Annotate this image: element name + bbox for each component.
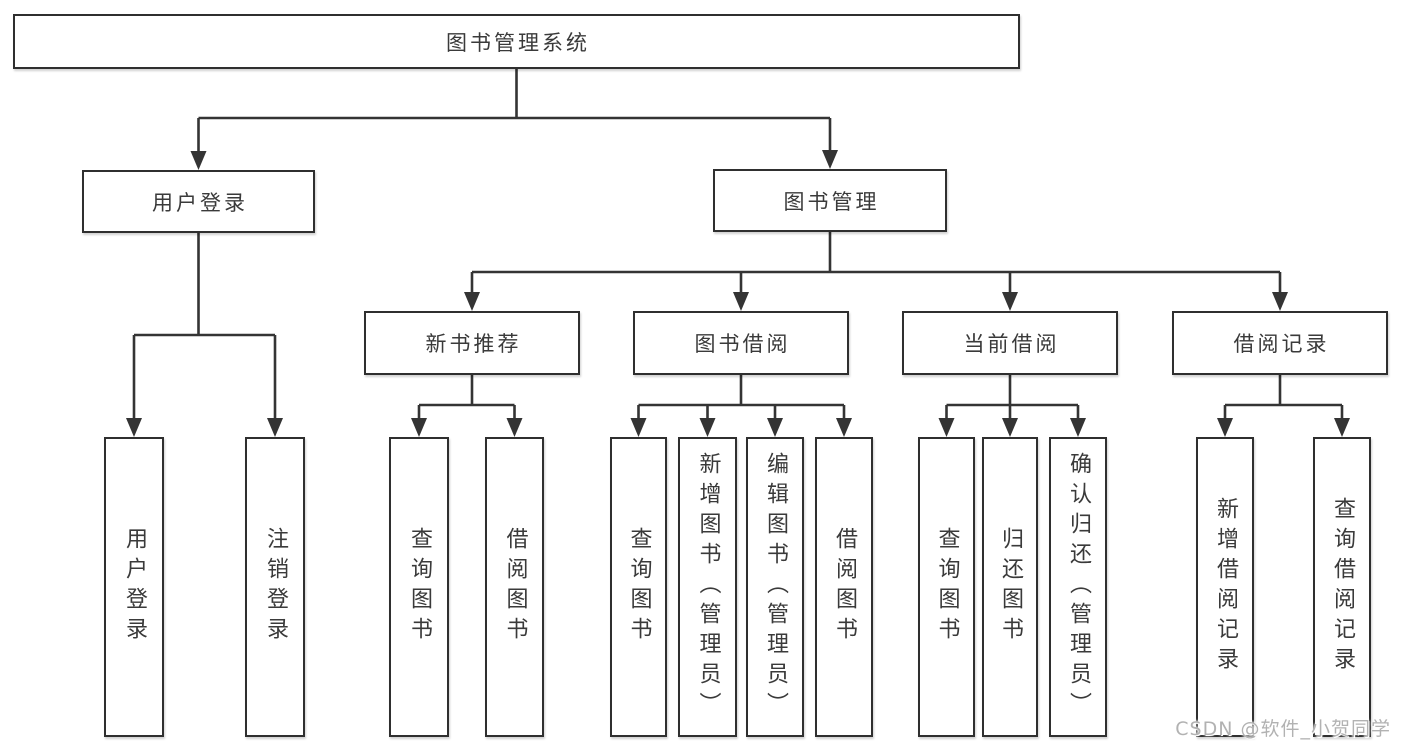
node-label-rec-borrow-books: 借阅图书 xyxy=(502,527,528,647)
node-leaf-logout: 注销登录 xyxy=(245,437,305,737)
node-label-cb-return-books: 归还图书 xyxy=(998,527,1023,647)
node-label-book-borrow: 图书借阅 xyxy=(694,332,791,356)
arrowhead-icon xyxy=(1002,292,1018,311)
arrowhead-icon xyxy=(267,418,283,437)
arrowhead-icon xyxy=(1217,418,1233,437)
node-br-add-record: 新增借阅记录 xyxy=(1196,437,1254,737)
node-rec-borrow-books: 借阅图书 xyxy=(485,437,544,737)
node-bb-borrow-books: 借阅图书 xyxy=(815,437,873,737)
node-current-borrow: 当前借阅 xyxy=(902,311,1118,375)
arrowhead-icon xyxy=(938,418,955,437)
arrowhead-icon xyxy=(733,292,749,311)
node-book-borrow: 图书借阅 xyxy=(633,311,849,375)
node-root: 图书管理系统 xyxy=(13,14,1020,69)
node-cb-return-books: 归还图书 xyxy=(982,437,1038,737)
arrowhead-icon xyxy=(1070,418,1086,437)
node-label-current-borrow: 当前借阅 xyxy=(963,332,1060,356)
arrowhead-icon xyxy=(1334,418,1350,437)
edge-user-login-split xyxy=(132,233,277,425)
node-leaf-user-login: 用户登录 xyxy=(104,437,164,737)
node-label-leaf-logout: 注销登录 xyxy=(263,527,288,647)
arrowhead-icon xyxy=(1002,418,1018,437)
node-label-bb-borrow-books: 借阅图书 xyxy=(832,527,857,647)
node-label-cb-query-books: 查询图书 xyxy=(934,527,960,647)
arrowhead-icon xyxy=(767,418,783,437)
node-label-bb-query-books: 查询图书 xyxy=(626,527,652,647)
node-label-cb-confirm-return-admin: 确认归还（管理员） xyxy=(1066,452,1091,722)
edge-book-borrow-split xyxy=(637,375,846,425)
node-label-br-query-record: 查询借阅记录 xyxy=(1330,497,1355,677)
node-new-book-rec: 新书推荐 xyxy=(364,311,580,375)
node-bb-query-books: 查询图书 xyxy=(610,437,667,737)
node-label-book-mgmt: 图书管理 xyxy=(783,189,880,214)
node-user-login: 用户登录 xyxy=(82,170,315,233)
arrowhead-icon xyxy=(190,151,207,170)
edge-borrow-records-split xyxy=(1223,375,1344,425)
node-label-bb-add-books-admin: 新增图书（管理员） xyxy=(695,452,721,722)
node-label-bb-edit-books-admin: 编辑图书（管理员） xyxy=(763,452,788,722)
arrowhead-icon xyxy=(822,150,838,169)
arrowhead-icon xyxy=(411,418,427,437)
node-label-user-login: 用户登录 xyxy=(152,190,248,215)
node-cb-query-books: 查询图书 xyxy=(918,437,975,737)
node-label-new-book-rec: 新书推荐 xyxy=(425,332,522,356)
arrowhead-icon xyxy=(126,418,142,437)
watermark: CSDN @软件_小贺同学 xyxy=(1175,718,1391,740)
edge-new-book-rec-split xyxy=(417,375,516,425)
node-label-rec-query-books: 查询图书 xyxy=(407,527,432,647)
node-rec-query-books: 查询图书 xyxy=(389,437,449,737)
node-book-mgmt: 图书管理 xyxy=(713,169,947,232)
node-bb-edit-books-admin: 编辑图书（管理员） xyxy=(746,437,804,737)
node-borrow-records: 借阅记录 xyxy=(1172,311,1388,375)
node-bb-add-books-admin: 新增图书（管理员） xyxy=(678,437,737,737)
arrowhead-icon xyxy=(464,292,480,311)
edge-current-borrow-split xyxy=(945,375,1080,425)
arrowhead-icon xyxy=(1272,292,1288,311)
node-cb-confirm-return-admin: 确认归还（管理员） xyxy=(1049,437,1107,737)
node-label-br-add-record: 新增借阅记录 xyxy=(1213,497,1238,677)
edge-root-split xyxy=(197,69,832,158)
arrowhead-icon xyxy=(630,418,647,437)
node-label-borrow-records: 借阅记录 xyxy=(1233,332,1330,356)
node-label-root: 图书管理系统 xyxy=(446,30,590,55)
arrowhead-icon xyxy=(836,418,852,437)
edge-book-mgmt-split xyxy=(470,232,1282,299)
arrowhead-icon xyxy=(506,418,523,437)
arrowhead-icon xyxy=(699,418,716,437)
node-br-query-record: 查询借阅记录 xyxy=(1313,437,1371,737)
node-label-leaf-user-login: 用户登录 xyxy=(122,527,147,647)
